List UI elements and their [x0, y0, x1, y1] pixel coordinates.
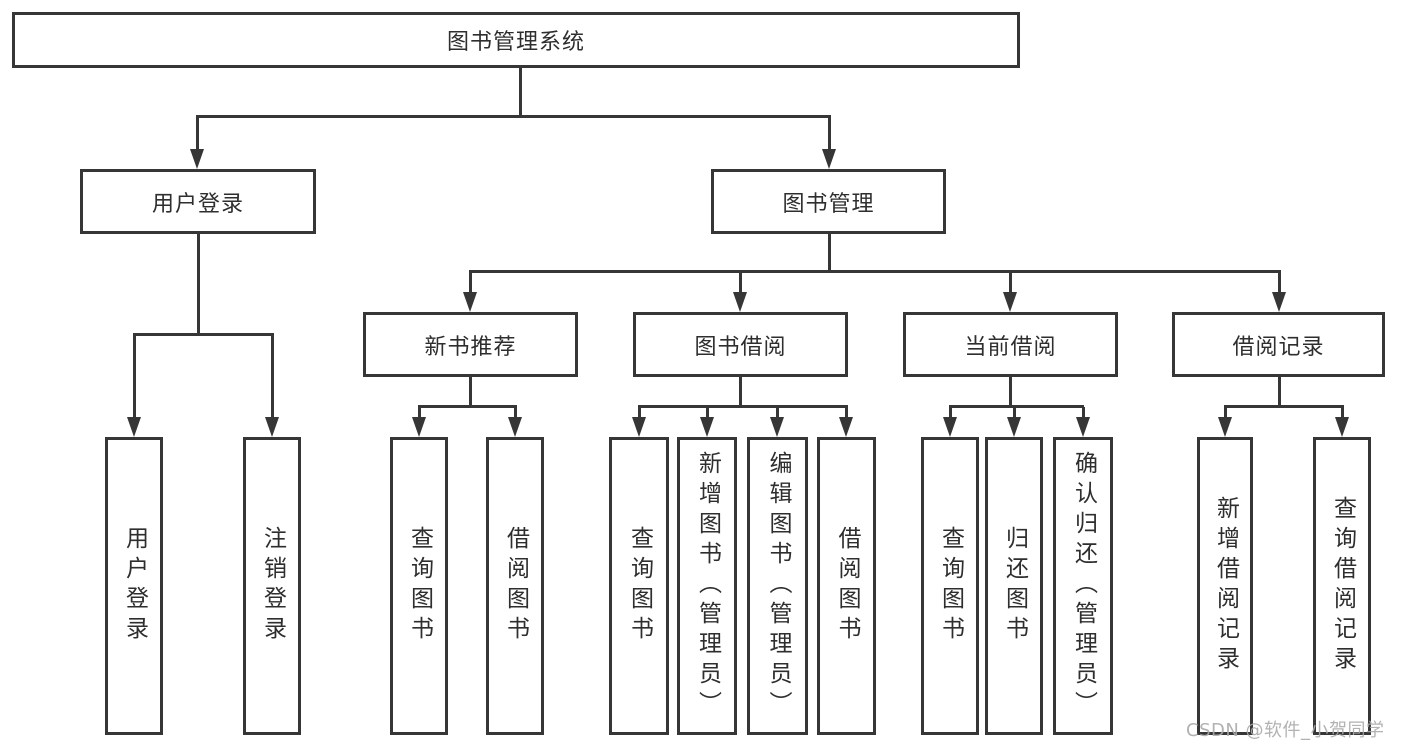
arrow-down-icon — [770, 417, 784, 437]
leaf-borrow-book: 借阅图书 — [817, 437, 876, 735]
connector-line — [739, 272, 742, 296]
connector-line — [271, 335, 274, 420]
leaf-newbook-query-label: 查询图书 — [406, 526, 433, 646]
leaf-borrow-add-admin: 新增图书（管理员） — [677, 437, 737, 735]
leaf-record-query: 查询借阅记录 — [1313, 437, 1371, 735]
leaf-newbook-borrow: 借阅图书 — [486, 437, 544, 735]
connector-line — [1009, 377, 1012, 408]
connector-line — [418, 405, 517, 408]
arrow-down-icon — [943, 417, 957, 437]
leaf-record-query-label: 查询借阅记录 — [1329, 496, 1356, 676]
leaf-record-add: 新增借阅记录 — [1197, 437, 1253, 735]
connector-line — [133, 333, 274, 336]
arrow-down-icon — [508, 417, 522, 437]
node-root: 图书管理系统 — [12, 12, 1020, 68]
node-book-management-label: 图书管理 — [782, 191, 875, 217]
arrow-down-icon — [839, 417, 853, 437]
leaf-record-add-label: 新增借阅记录 — [1212, 496, 1239, 676]
node-new-book-recommend-label: 新书推荐 — [424, 334, 517, 360]
arrow-down-icon — [1003, 292, 1017, 312]
leaf-logout: 注销登录 — [243, 437, 301, 735]
arrow-down-icon — [733, 292, 747, 312]
connector-line — [1224, 405, 1344, 408]
connector-line — [1278, 377, 1281, 408]
leaf-current-confirm-admin: 确认归还（管理员） — [1053, 437, 1113, 735]
leaf-current-return: 归还图书 — [985, 437, 1043, 735]
node-user-login: 用户登录 — [80, 169, 316, 234]
connector-line — [1082, 407, 1085, 419]
connector-line — [1224, 407, 1227, 419]
connector-line — [828, 234, 831, 273]
connector-line — [469, 270, 1281, 273]
node-book-borrow-label: 图书借阅 — [694, 334, 787, 360]
node-book-borrow: 图书借阅 — [633, 312, 848, 377]
leaf-borrow-query: 查询图书 — [609, 437, 669, 735]
leaf-borrow-edit-admin-label: 编辑图书（管理员） — [765, 451, 791, 721]
arrow-down-icon — [1076, 417, 1090, 437]
connector-line — [519, 66, 522, 118]
arrow-down-icon — [1272, 292, 1286, 312]
arrow-down-icon — [1007, 417, 1021, 437]
connector-line — [514, 407, 517, 419]
leaf-current-query: 查询图书 — [921, 437, 979, 735]
node-borrow-record: 借阅记录 — [1172, 312, 1385, 377]
leaf-borrow-book-label: 借阅图书 — [834, 526, 860, 646]
leaf-borrow-edit-admin: 编辑图书（管理员） — [747, 437, 808, 735]
connector-line — [776, 407, 779, 419]
arrow-down-icon — [412, 417, 426, 437]
connector-line — [196, 115, 831, 118]
leaf-user-login-label: 用户登录 — [121, 526, 148, 646]
node-current-borrow: 当前借阅 — [903, 312, 1118, 377]
connector-line — [197, 234, 200, 336]
leaf-borrow-add-admin-label: 新增图书（管理员） — [694, 451, 721, 721]
arrow-down-icon — [822, 149, 836, 169]
leaf-logout-label: 注销登录 — [259, 526, 286, 646]
arrow-down-icon — [632, 417, 646, 437]
arrow-down-icon — [190, 149, 204, 169]
connector-line — [469, 272, 472, 296]
connector-line — [638, 407, 641, 419]
node-new-book-recommend: 新书推荐 — [363, 312, 578, 377]
node-current-borrow-label: 当前借阅 — [964, 334, 1057, 360]
connector-line — [949, 405, 1084, 408]
connector-line — [1013, 407, 1016, 419]
arrow-down-icon — [463, 292, 477, 312]
connector-line — [706, 407, 709, 419]
watermark: CSDN @软件_小贺同学 — [1186, 720, 1385, 741]
connector-line — [949, 407, 952, 419]
connector-line — [845, 407, 848, 419]
leaf-borrow-query-label: 查询图书 — [626, 526, 653, 646]
leaf-current-confirm-admin-label: 确认归还（管理员） — [1070, 451, 1097, 721]
node-book-management: 图书管理 — [711, 169, 946, 234]
connector-line — [828, 117, 831, 153]
connector-line — [196, 117, 199, 153]
leaf-user-login: 用户登录 — [105, 437, 163, 735]
arrow-down-icon — [265, 417, 279, 437]
leaf-newbook-query: 查询图书 — [390, 437, 448, 735]
connector-line — [638, 405, 848, 408]
arrow-down-icon — [127, 417, 141, 437]
node-user-login-label: 用户登录 — [151, 191, 244, 217]
connector-line — [1341, 407, 1344, 419]
connector-line — [133, 335, 136, 420]
node-root-label: 图书管理系统 — [446, 30, 585, 55]
connector-line — [469, 377, 472, 408]
arrow-down-icon — [1335, 417, 1349, 437]
leaf-current-return-label: 归还图书 — [1001, 526, 1028, 646]
connector-line — [1009, 272, 1012, 296]
arrow-down-icon — [1218, 417, 1232, 437]
leaf-current-query-label: 查询图书 — [937, 526, 964, 646]
connector-line — [739, 377, 742, 408]
connector-line — [418, 407, 421, 419]
arrow-down-icon — [700, 417, 714, 437]
node-borrow-record-label: 借阅记录 — [1232, 334, 1325, 360]
leaf-newbook-borrow-label: 借阅图书 — [502, 526, 529, 646]
connector-line — [1278, 272, 1281, 296]
